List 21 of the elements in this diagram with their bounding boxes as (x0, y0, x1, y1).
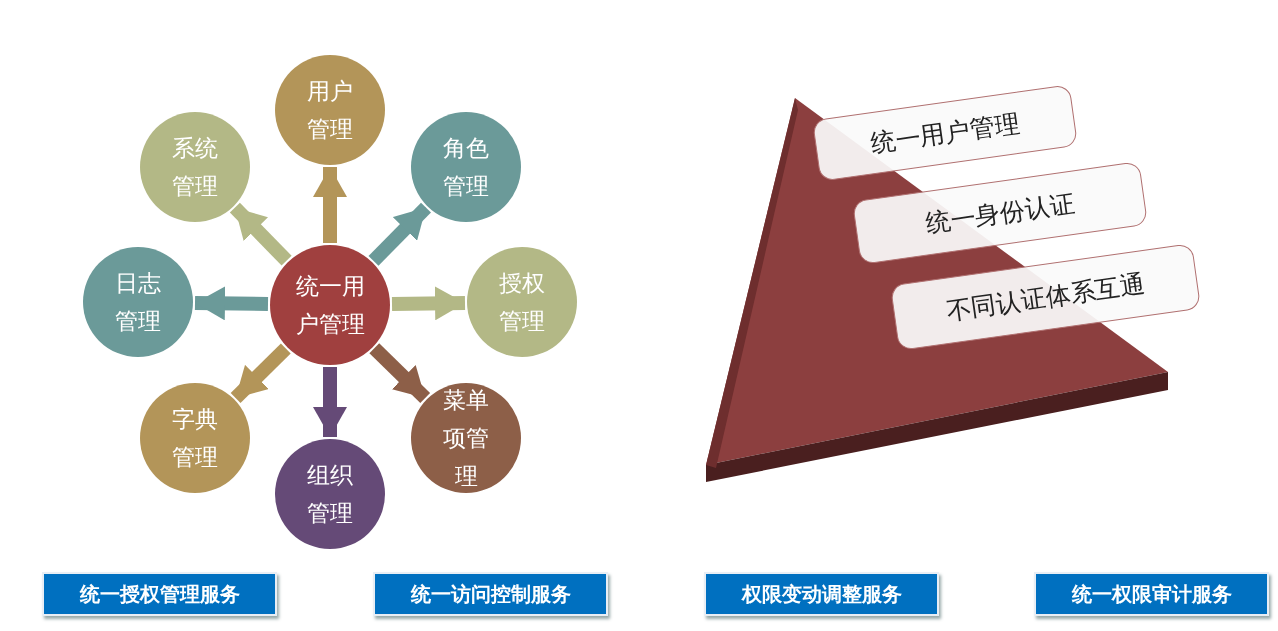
circle-node: 角色管理 (411, 112, 521, 222)
circle-node: 日志管理 (83, 247, 193, 357)
arrow (229, 202, 292, 266)
arrow (369, 343, 431, 404)
service-button: 统一访问控制服务 (373, 572, 608, 616)
circle-node: 字典管理 (140, 383, 250, 493)
service-button: 统一授权管理服务 (42, 572, 277, 616)
service-button: 统一权限审计服务 (1034, 572, 1269, 616)
arrow (230, 343, 291, 403)
circle-node: 菜单项管理 (411, 383, 521, 493)
circle-node: 授权管理 (467, 247, 577, 357)
arrow (391, 286, 466, 321)
arrow (368, 202, 431, 266)
circle-node: 统一用户管理 (270, 245, 390, 365)
circle-node: 组织管理 (275, 439, 385, 549)
circle-node: 用户管理 (275, 55, 385, 165)
service-button: 权限变动调整服务 (704, 572, 939, 616)
arrow (313, 167, 347, 243)
arrow (313, 367, 347, 437)
arrow (194, 286, 269, 321)
circle-node: 系统管理 (140, 112, 250, 222)
